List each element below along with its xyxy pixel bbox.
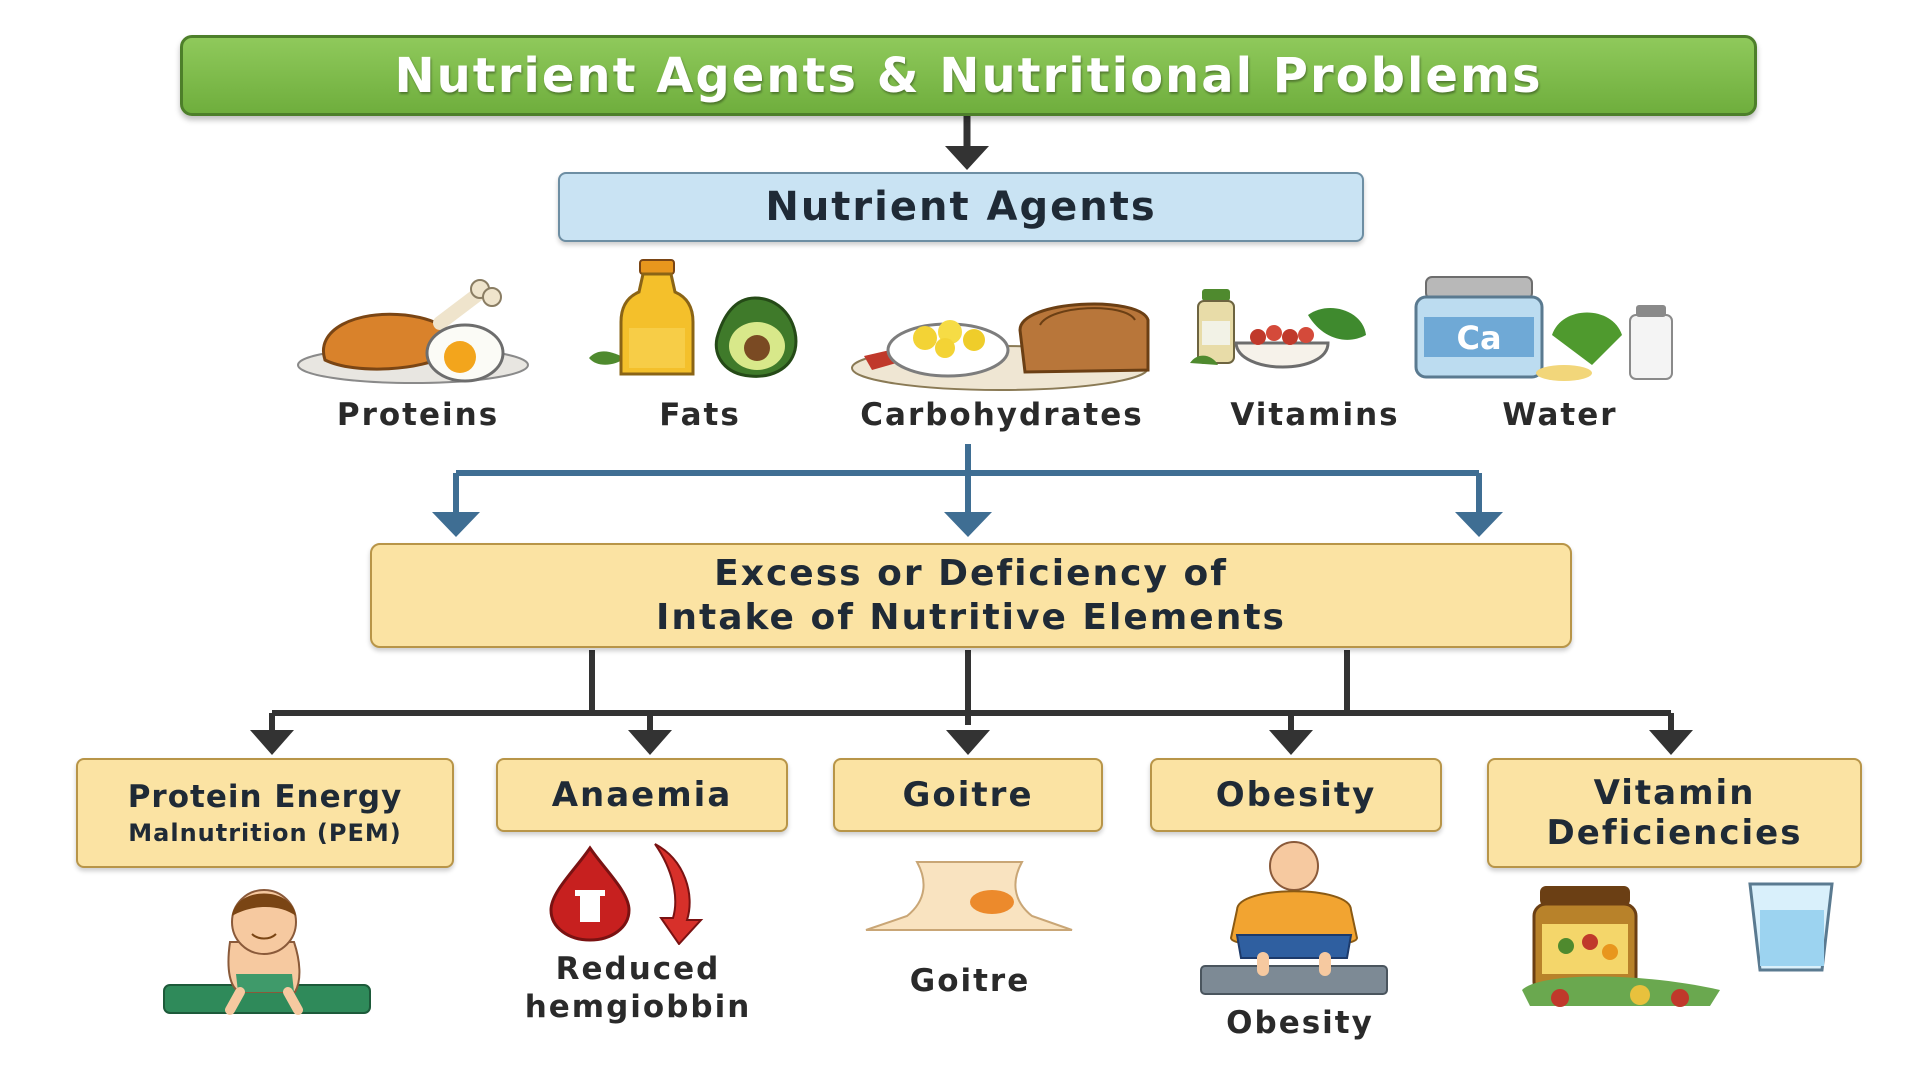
neck-icon: [865, 861, 1073, 931]
arrow-excess-to-problems: [269, 650, 1674, 733]
agent-label-vitamins: Vitamins: [1230, 397, 1400, 433]
calcium-jar-and-milk-icon: Ca: [1414, 276, 1673, 381]
oil-bottle-and-avocado-icon: [589, 259, 798, 378]
agent-label-proteins: Proteins: [336, 397, 500, 433]
calcium-label: Ca: [1456, 319, 1501, 357]
problem-box-vitamin-deficiencies: Vitamin Deficiencies: [1487, 758, 1862, 868]
problem-box-goitre: Goitre: [833, 758, 1103, 832]
problem-box-pem: Protein Energy Malnutrition (PEM): [76, 758, 454, 868]
problem-goitre-label: Goitre: [902, 775, 1034, 815]
nutrient-agents-box: Nutrient Agents: [558, 172, 1364, 242]
obese-person-icon: [1200, 841, 1388, 995]
excess-line-1: Excess or Deficiency of: [714, 552, 1228, 594]
blood-drop-icon: [549, 843, 704, 945]
agent-label-carbohydrates: Carbohydrates: [860, 397, 1144, 433]
excess-deficiency-box: Excess or Deficiency of Intake of Nutrit…: [370, 543, 1572, 648]
problem-box-obesity: Obesity: [1150, 758, 1442, 832]
arrow-agents-to-excess: [453, 444, 1482, 515]
nutrient-agents-label: Nutrient Agents: [765, 184, 1157, 230]
anaemia-caption-line-1: Reduced: [555, 951, 721, 987]
chicken-leg-and-egg-icon: [297, 279, 529, 384]
agent-label-fats: Fats: [659, 397, 741, 433]
vitamin-jar-and-food-icon: [1522, 882, 1834, 1007]
arrow-title-to-agents: [945, 116, 989, 170]
problem-pem-line-1: Protein Energy: [127, 779, 403, 815]
anaemia-caption-line-2: hemgiobbin: [524, 989, 752, 1025]
child-icon: [163, 889, 371, 1015]
goitre-caption: Goitre: [909, 963, 1031, 999]
problem-box-anaemia: Anaemia: [496, 758, 788, 832]
problem-anaemia-label: Anaemia: [551, 775, 733, 815]
title-box: Nutrient Agents & Nutritional Problems: [180, 35, 1757, 116]
agent-label-water: Water: [1502, 397, 1618, 433]
problem-pem-line-2: Malnutrition (PEM): [128, 819, 402, 847]
diagram-title: Nutrient Agents & Nutritional Problems: [394, 47, 1543, 104]
anaemia-caption: Reduced hemgiobbin: [508, 950, 768, 1026]
bread-and-potatoes-icon: [851, 302, 1150, 391]
vitamin-bottle-and-fruit-icon: [1190, 289, 1366, 369]
problem-obesity-label: Obesity: [1215, 775, 1377, 815]
problem-vitamin-line-2: Deficiencies: [1546, 813, 1803, 853]
obesity-caption: Obesity: [1226, 1005, 1374, 1041]
excess-line-2: Intake of Nutritive Elements: [656, 596, 1286, 638]
problem-vitamin-line-1: Vitamin: [1593, 773, 1756, 813]
